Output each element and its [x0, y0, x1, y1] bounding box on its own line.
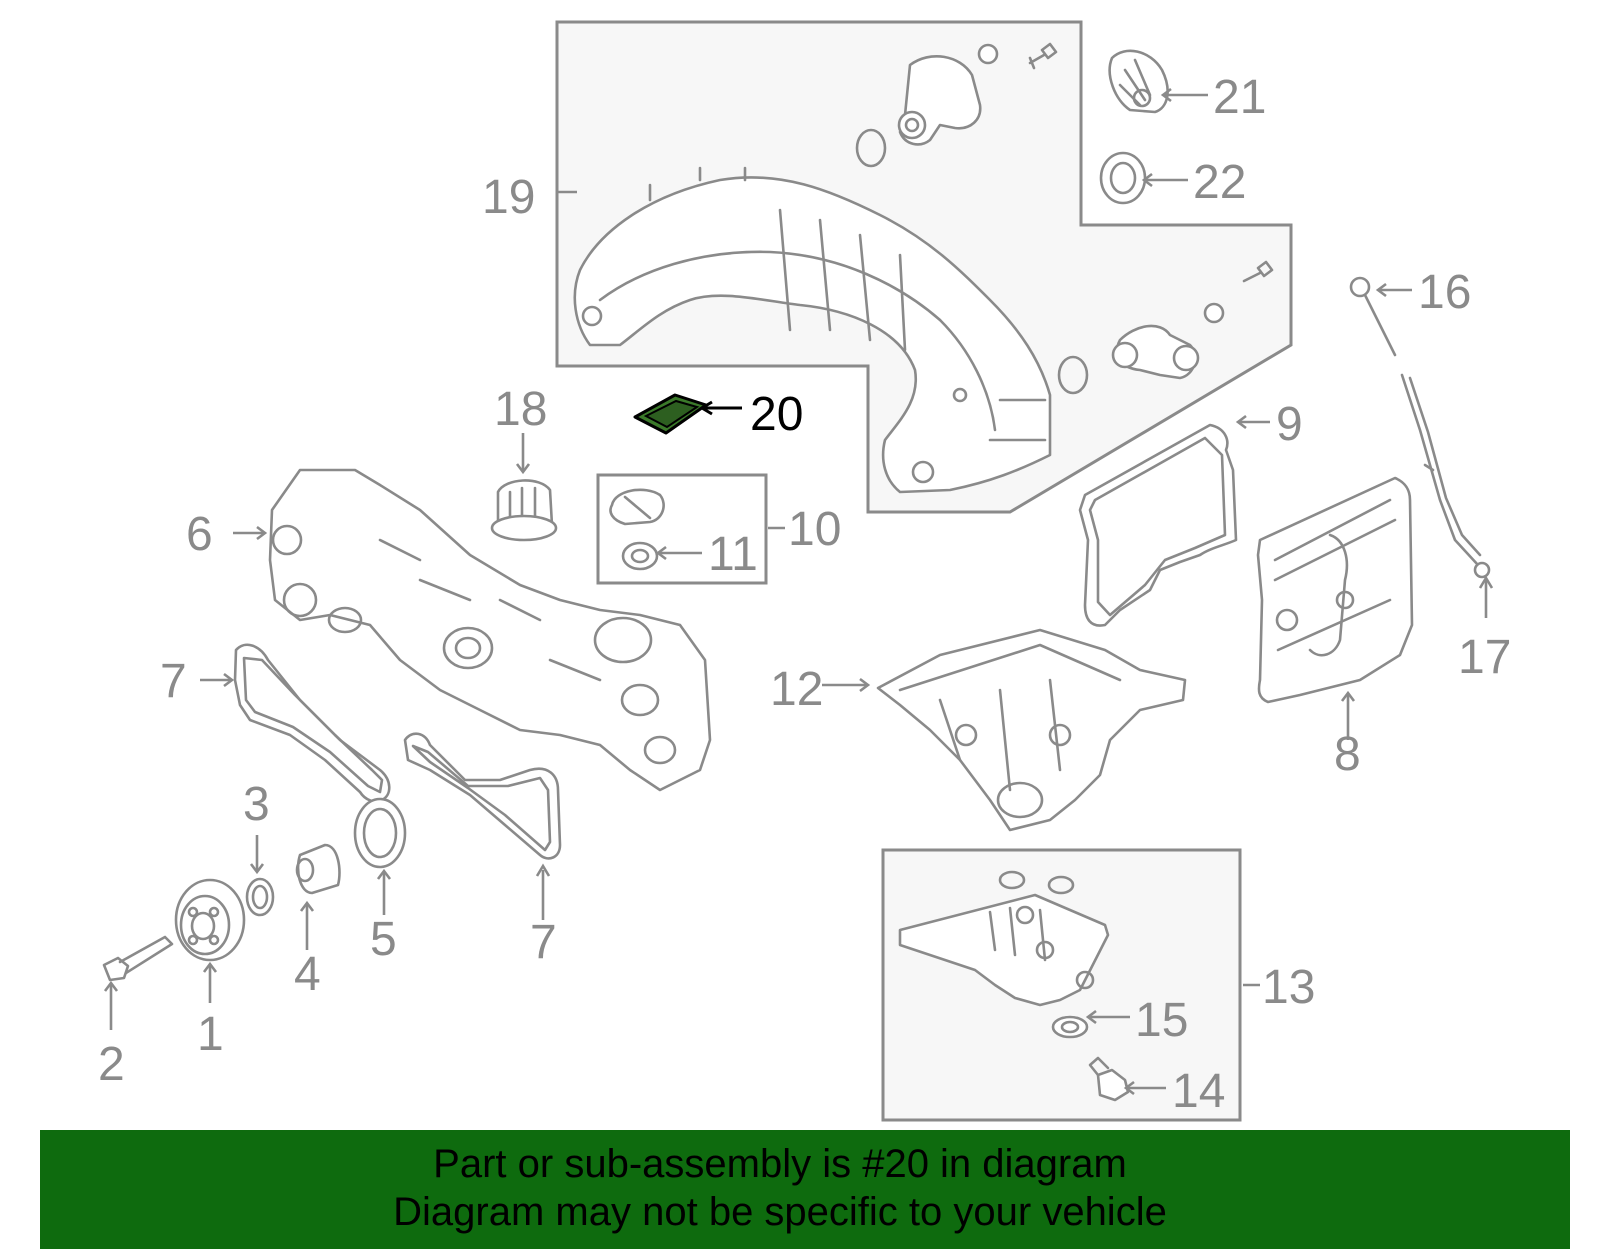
callout-20: 20 [750, 388, 803, 441]
part-7-timing-belt-right[interactable] [403, 732, 562, 860]
part-22-seal[interactable] [1099, 151, 1147, 205]
part-14-drain-plug[interactable] [1088, 1056, 1130, 1102]
part-8-valve-cover[interactable] [1256, 476, 1414, 704]
callout-7-bottom: 7 [530, 916, 557, 969]
part-16-dipstick[interactable] [1349, 276, 1491, 579]
part-15-drain-gasket[interactable] [1051, 1015, 1089, 1039]
throttle-body-upper[interactable] [855, 42, 1058, 168]
callout-18: 18 [494, 383, 547, 436]
info-banner: Part or sub-assembly is #20 in diagram D… [40, 1130, 1570, 1249]
part-20-gasket-highlighted[interactable] [633, 393, 708, 435]
callout-1: 1 [197, 1008, 224, 1061]
part-6-timing-cover[interactable] [268, 468, 712, 792]
callout-2: 2 [98, 1038, 125, 1091]
callout-14: 14 [1172, 1065, 1225, 1118]
callout-10: 10 [788, 503, 841, 556]
callout-16: 16 [1418, 266, 1471, 319]
callout-11: 11 [708, 528, 758, 581]
part-21-cap[interactable] [1108, 49, 1169, 114]
callout-15: 15 [1135, 994, 1188, 1047]
callout-13: 13 [1262, 961, 1315, 1014]
callout-17: 17 [1458, 631, 1511, 684]
part-9-valve-cover-gasket[interactable] [1078, 423, 1238, 627]
callout-3: 3 [243, 778, 270, 831]
callout-6: 6 [186, 508, 213, 561]
part-13-oil-pan-lower[interactable] [898, 870, 1110, 1007]
callout-5: 5 [370, 913, 397, 966]
callout-7-left: 7 [160, 655, 187, 708]
part-12-oil-pan-upper[interactable] [876, 628, 1187, 832]
intake-manifold[interactable] [573, 166, 1052, 494]
callout-12: 12 [770, 663, 823, 716]
part-3-o-ring[interactable] [245, 877, 275, 917]
part-10-oil-filler-cap[interactable] [609, 488, 665, 526]
callout-22: 22 [1193, 156, 1246, 209]
part-18-oil-filter[interactable] [490, 479, 558, 542]
callout-21: 21 [1213, 71, 1266, 124]
part-4-sprocket-collar[interactable] [295, 843, 341, 895]
part-5-front-seal[interactable] [353, 797, 407, 869]
callout-19: 19 [482, 171, 535, 224]
part-7-timing-belt-left[interactable] [233, 643, 391, 803]
callout-9: 9 [1276, 398, 1303, 451]
callout-8: 8 [1334, 728, 1361, 781]
part-11-cap-seal[interactable] [621, 541, 659, 571]
banner-line-2: Diagram may not be specific to your vehi… [393, 1190, 1167, 1234]
leader-lines [103, 87, 1494, 1096]
part-1-crank-pulley[interactable] [174, 878, 246, 962]
throttle-body-lower[interactable] [1057, 260, 1274, 395]
part-2-crank-bolt[interactable] [102, 935, 174, 982]
leader-line-20 [699, 400, 742, 416]
banner-line-1: Part or sub-assembly is #20 in diagram [433, 1142, 1127, 1186]
callout-4: 4 [294, 948, 321, 1001]
